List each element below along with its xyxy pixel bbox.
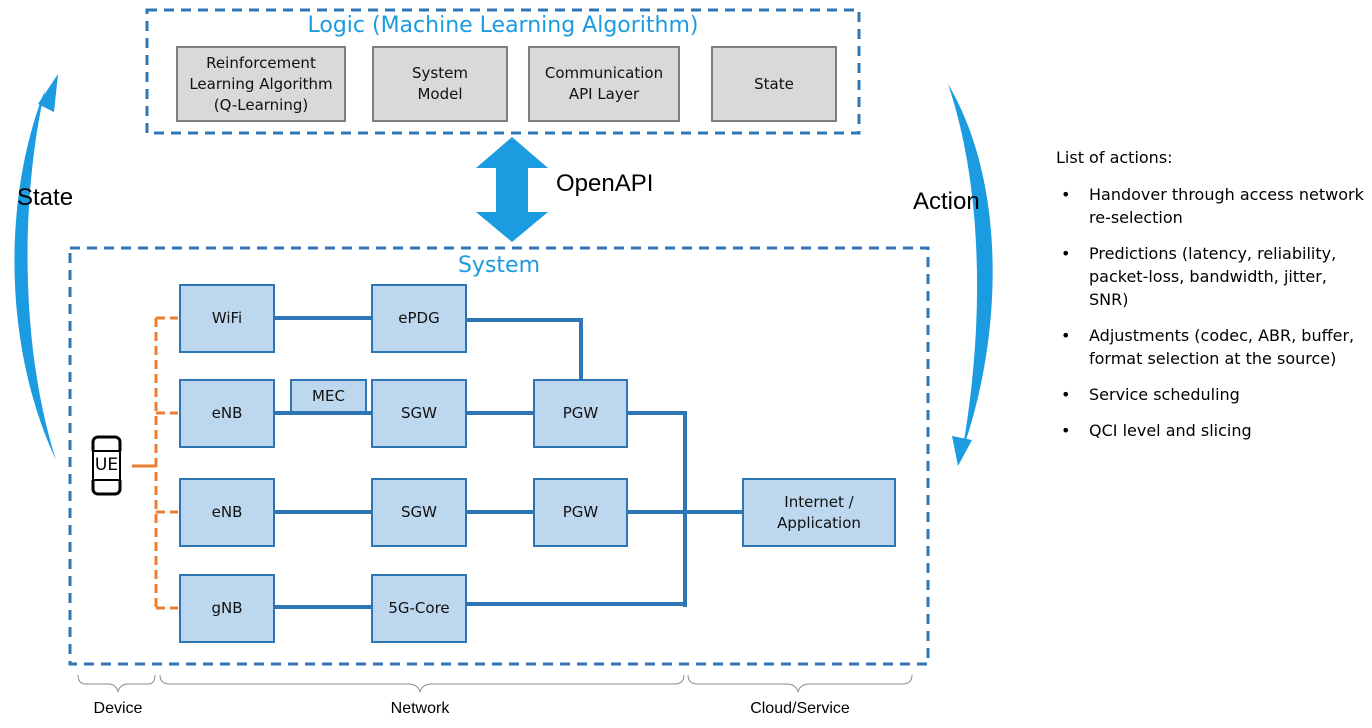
action-arrow-body	[948, 84, 993, 452]
ue-access-links	[132, 316, 178, 610]
scope-cloud-service: Cloud/Service	[750, 700, 850, 717]
internet-application-node: Internet / Application	[742, 478, 896, 547]
smartphone-icon	[91, 435, 122, 496]
action-arrow-head	[952, 436, 972, 466]
logic-container	[145, 8, 861, 135]
state-arrow-head	[38, 74, 58, 112]
system-container	[68, 246, 930, 666]
system-title: System	[457, 253, 541, 278]
communication-api-box: Communication API Layer	[528, 46, 680, 122]
action-item: Handover through access network re-selec…	[1056, 183, 1366, 229]
sgw-node-1: SGW	[371, 379, 467, 448]
scope-braces	[77, 674, 913, 693]
openapi-label: OpenAPI	[556, 170, 654, 197]
action-label: Action	[913, 188, 980, 215]
logic-title: Logic (Machine Learning Algorithm)	[307, 13, 699, 38]
pgw-node-1: PGW	[533, 379, 628, 448]
state-box: State	[711, 46, 837, 122]
pgw-node-2: PGW	[533, 478, 628, 547]
5g-core-node: 5G-Core	[371, 574, 467, 643]
sgw-node-2: SGW	[371, 478, 467, 547]
ue-label: UE	[94, 455, 119, 475]
action-item: QCI level and slicing	[1056, 419, 1366, 442]
action-item: Service scheduling	[1056, 383, 1366, 406]
state-label: State	[17, 184, 74, 211]
state-arrow-body	[14, 90, 56, 460]
network-links	[275, 316, 742, 609]
wifi-node: WiFi	[179, 284, 275, 353]
epdg-node: ePDG	[371, 284, 467, 353]
actions-panel: List of actions: Handover through access…	[1056, 146, 1366, 455]
action-item: Predictions (latency, reliability, packe…	[1056, 242, 1366, 311]
gnb-node: gNB	[179, 574, 275, 643]
action-item: Adjustments (codec, ABR, buffer, format …	[1056, 324, 1366, 370]
enb-node-1: eNB	[179, 379, 275, 448]
enb-node-2: eNB	[179, 478, 275, 547]
mec-node: MEC	[290, 379, 367, 413]
scope-network: Network	[390, 700, 450, 717]
rl-algorithm-box: Reinforcement Learning Algorithm (Q-Lear…	[176, 46, 346, 122]
system-model-box: System Model	[372, 46, 508, 122]
actions-list: Handover through access network re-selec…	[1056, 183, 1366, 442]
openapi-arrow	[476, 137, 548, 242]
actions-heading: List of actions:	[1056, 148, 1173, 167]
scope-device: Device	[93, 700, 143, 717]
